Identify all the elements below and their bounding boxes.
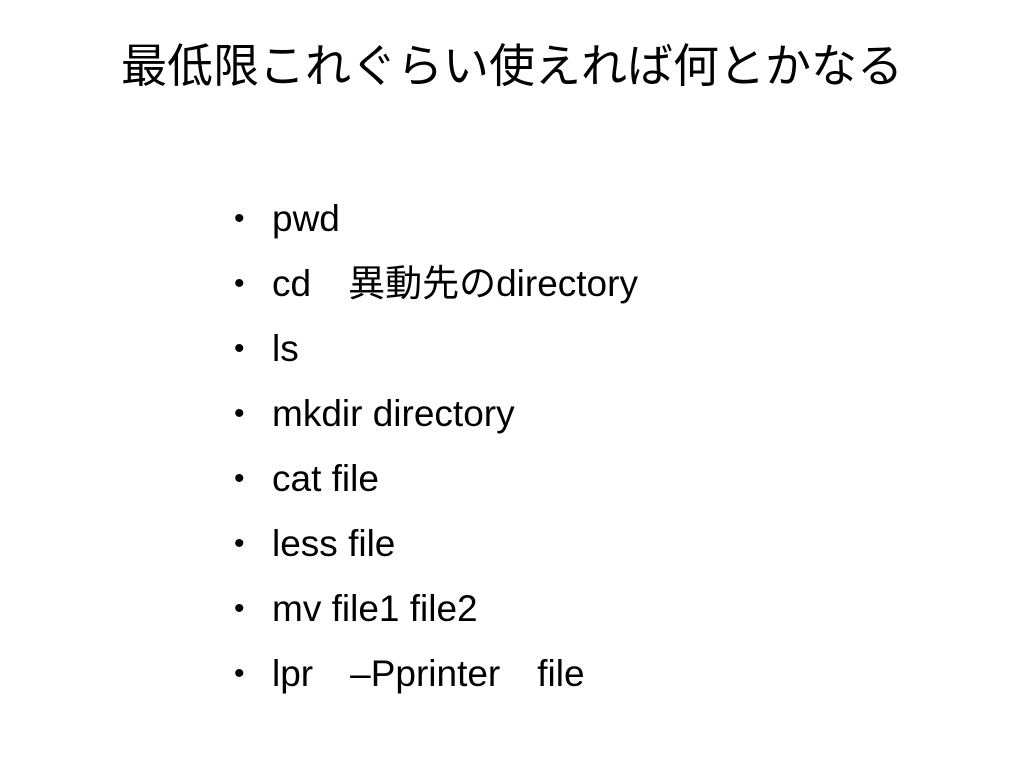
list-item-text: mv file1 file2 [272, 587, 478, 629]
list-item: • ls [234, 316, 638, 381]
bullet-icon: • [234, 331, 245, 365]
list-item-text: pwd [272, 197, 340, 239]
list-item: • mkdir directory [234, 381, 638, 446]
list-item-text: less file [272, 522, 396, 564]
list-item: • cd 異動先のdirectory [234, 251, 638, 316]
list-item-text: lpr –Pprinter file [272, 652, 585, 694]
bullet-icon: • [234, 526, 245, 560]
list-item-text: cat file [272, 457, 379, 499]
bullet-icon: • [234, 591, 245, 625]
list-item: • lpr –Pprinter file [234, 641, 638, 706]
list-item-text: ls [272, 327, 299, 369]
list-item-text: mkdir directory [272, 392, 515, 434]
slide-title: 最低限これぐらい使えれば何とかなる [121, 39, 903, 93]
bullet-icon: • [234, 201, 245, 235]
list-item: • cat file [234, 446, 638, 511]
list-item-text: cd 異動先のdirectory [272, 262, 638, 304]
bullet-icon: • [234, 656, 245, 690]
bullet-icon: • [234, 461, 245, 495]
list-item: • pwd [234, 186, 638, 251]
bullet-icon: • [234, 266, 245, 300]
bullet-icon: • [234, 396, 245, 430]
list-item: • mv file1 file2 [234, 576, 638, 641]
list-item: • less file [234, 511, 638, 576]
command-list: • pwd • cd 異動先のdirectory • ls • mkdir di… [234, 186, 638, 706]
